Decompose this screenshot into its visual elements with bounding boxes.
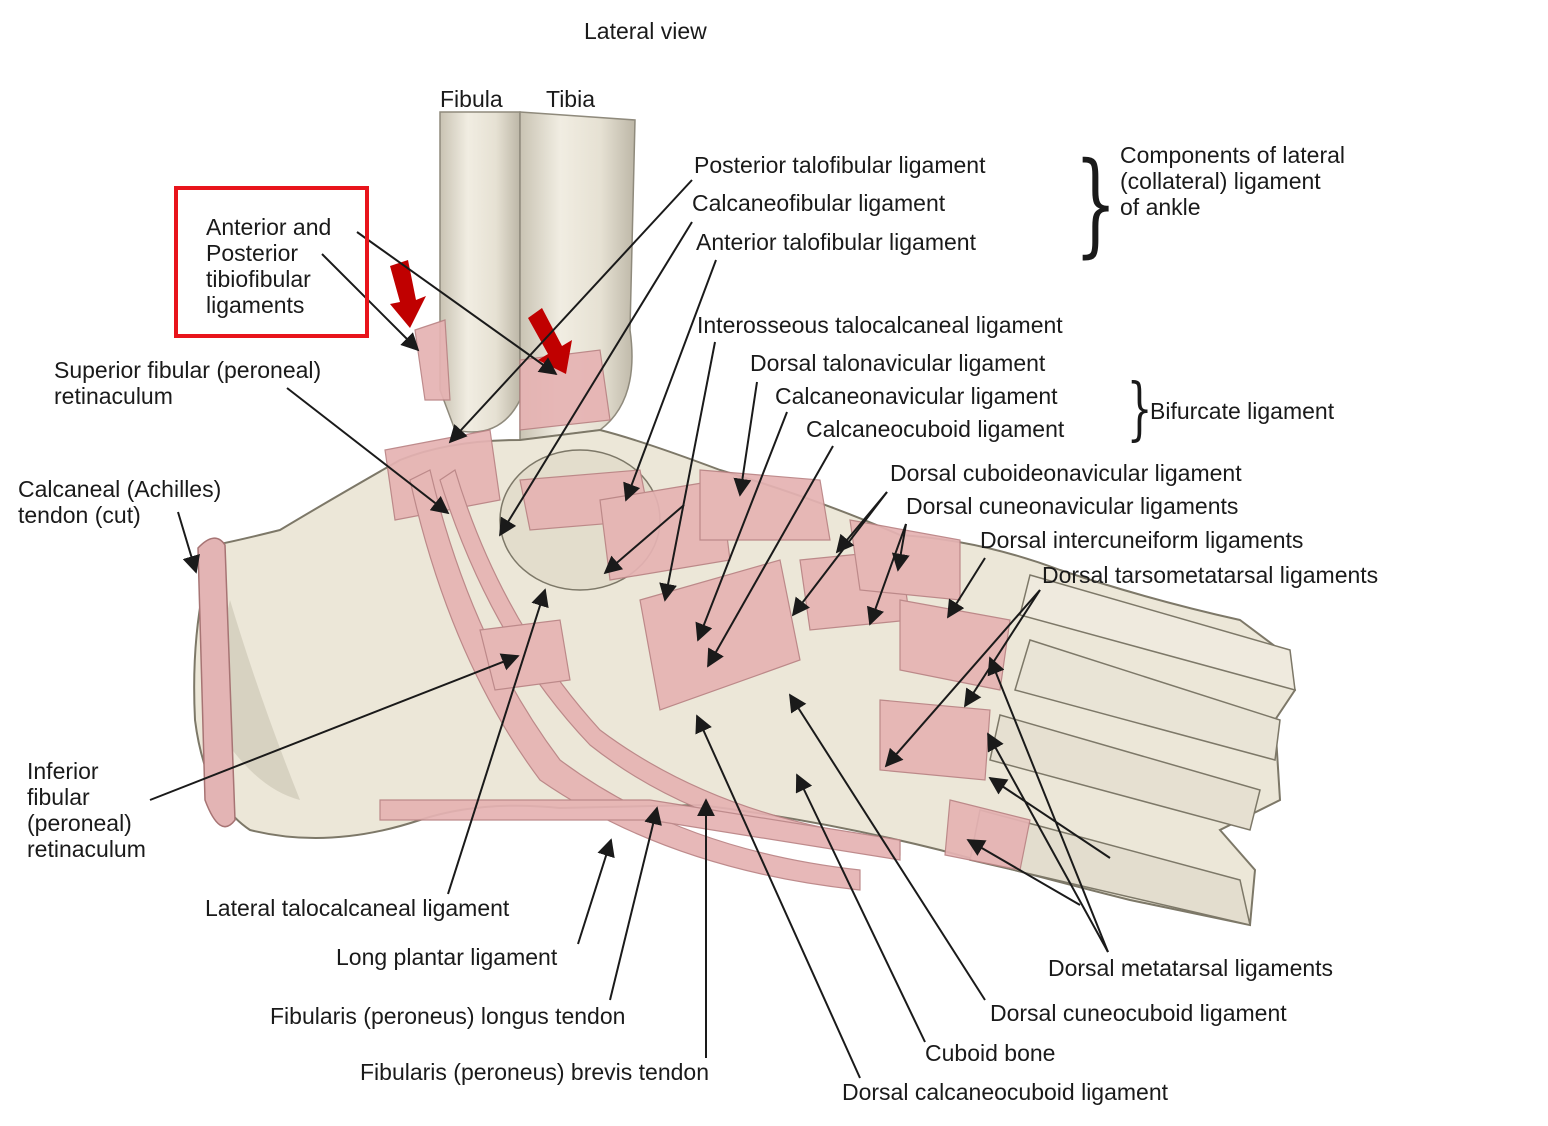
label-superior-fibular-retinaculum: Superior fibular (peroneal) retinaculum bbox=[54, 357, 322, 409]
dorsal-talonavicular bbox=[699, 469, 831, 541]
leader-tarsometatarsal-2 bbox=[964, 589, 1041, 708]
fibula-bone bbox=[439, 111, 521, 433]
leader-ant-talofibular bbox=[623, 259, 717, 502]
leader-achilles bbox=[177, 511, 200, 574]
leader-talonavicular bbox=[733, 381, 758, 497]
label-dorsal-intercuneiform: Dorsal intercuneiform ligaments bbox=[980, 527, 1304, 553]
label-dorsal-tarsometatarsal: Dorsal tarsometatarsal ligaments bbox=[1042, 562, 1379, 588]
leader-interosseous-2 bbox=[659, 341, 716, 602]
metatarsal-1 bbox=[1019, 574, 1296, 692]
leader-cuneonavicular bbox=[867, 523, 907, 626]
label-interosseous-talocalcaneal: Interosseous talocalcaneal ligament bbox=[697, 312, 1063, 338]
label-dorsal-calcaneocuboid: Dorsal calcaneocuboid ligament bbox=[842, 1079, 1169, 1105]
label-calcaneal-tendon: Calcaneal (Achilles) tendon (cut) bbox=[18, 476, 222, 528]
label-fibularis-brevis: Fibularis (peroneus) brevis tendon bbox=[360, 1059, 710, 1085]
label-dorsal-talonavicular: Dorsal talonavicular ligament bbox=[750, 350, 1046, 376]
leader-sup-retinaculum bbox=[286, 387, 450, 515]
leader-cuboid bbox=[795, 773, 926, 1043]
leader-metatarsal-2 bbox=[987, 732, 1109, 953]
label-lateral-collateral-group: Components of lateral (collateral) ligam… bbox=[1120, 142, 1346, 220]
label-lateral-talocalcaneal: Lateral talocalcaneal ligament bbox=[205, 895, 510, 921]
label-inferior-fibular-retinaculum: Inferior fibular (peroneal) retinaculum bbox=[27, 758, 146, 862]
label-dorsal-cuneonavicular: Dorsal cuneonavicular ligaments bbox=[906, 493, 1239, 519]
label-tibia: Tibia bbox=[546, 86, 595, 112]
metatarsal-2 bbox=[1014, 639, 1281, 761]
label-calcaneonavicular: Calcaneonavicular ligament bbox=[775, 383, 1058, 409]
label-bifurcate-group: Bifurcate ligament bbox=[1150, 398, 1335, 424]
tibiofibular-ligament-post bbox=[414, 319, 451, 401]
leader-calcaneonavicular bbox=[695, 411, 788, 642]
leader-cuboideonavicular bbox=[791, 491, 888, 617]
leader-lat-talocalcaneal bbox=[447, 588, 549, 895]
tarsometatarsal-1 bbox=[899, 599, 1011, 691]
leader-inf-retinaculum bbox=[149, 653, 520, 801]
label-calcaneofibular: Calcaneofibular ligament bbox=[692, 190, 946, 216]
label-posterior-talofibular: Posterior talofibular ligament bbox=[694, 152, 986, 178]
label-cuboid-bone: Cuboid bone bbox=[925, 1040, 1056, 1066]
leader-calcaneocuboid-dorsal bbox=[695, 714, 861, 1079]
leader-metatarsal-3 bbox=[966, 839, 1081, 906]
brace-bifurcate: } bbox=[1126, 370, 1153, 449]
tarsometatarsal-2 bbox=[879, 699, 991, 781]
label-fibularis-longus: Fibularis (peroneus) longus tendon bbox=[270, 1003, 626, 1029]
highlight-arrows bbox=[390, 260, 572, 374]
label-dorsal-cuneocuboid: Dorsal cuneocuboid ligament bbox=[990, 1000, 1287, 1026]
label-dorsal-metatarsal: Dorsal metatarsal ligaments bbox=[1048, 955, 1334, 981]
leader-long-plantar bbox=[577, 838, 615, 945]
leader-lines bbox=[149, 179, 1111, 1079]
leader-metatarsal-4 bbox=[988, 777, 1111, 859]
label-anterior-talofibular: Anterior talofibular ligament bbox=[696, 229, 976, 255]
leader-calcaneocuboid bbox=[707, 445, 834, 668]
achilles-tendon bbox=[197, 537, 236, 828]
leader-metatarsal bbox=[987, 656, 1109, 953]
leader-tarsometatarsal bbox=[884, 589, 1041, 768]
leader-cuneonavicular-2 bbox=[891, 523, 910, 572]
ligaments bbox=[379, 319, 1031, 891]
leader-tibiofibular-1 bbox=[321, 253, 420, 352]
highlight-box bbox=[174, 186, 369, 338]
diagram-title: Lateral view bbox=[584, 18, 707, 44]
leader-tibiofibular-2 bbox=[356, 231, 558, 376]
leader-interosseous bbox=[603, 504, 685, 575]
long-plantar bbox=[379, 799, 901, 861]
red-arrow-2 bbox=[528, 308, 572, 374]
brace-lateral-collateral: } bbox=[1074, 139, 1118, 269]
leader-intercuneiform bbox=[947, 557, 986, 619]
leader-cuneocuboid bbox=[789, 693, 986, 1001]
red-arrow-1 bbox=[390, 260, 426, 328]
label-fibula: Fibula bbox=[440, 86, 503, 112]
leader-post-talofibular bbox=[448, 179, 693, 444]
leader-calcaneofibular bbox=[499, 221, 693, 537]
label-calcaneocuboid: Calcaneocuboid ligament bbox=[806, 416, 1065, 442]
leader-longus bbox=[609, 806, 662, 1001]
label-dorsal-cuboideonavicular: Dorsal cuboideonavicular ligament bbox=[890, 460, 1242, 486]
label-tibiofibular-ligaments: Anterior and Posterior tibiofibular liga… bbox=[206, 214, 332, 318]
bifurcate-region bbox=[639, 559, 801, 711]
label-long-plantar: Long plantar ligament bbox=[336, 944, 558, 970]
leader-cuboideonavicular-2 bbox=[835, 491, 888, 554]
